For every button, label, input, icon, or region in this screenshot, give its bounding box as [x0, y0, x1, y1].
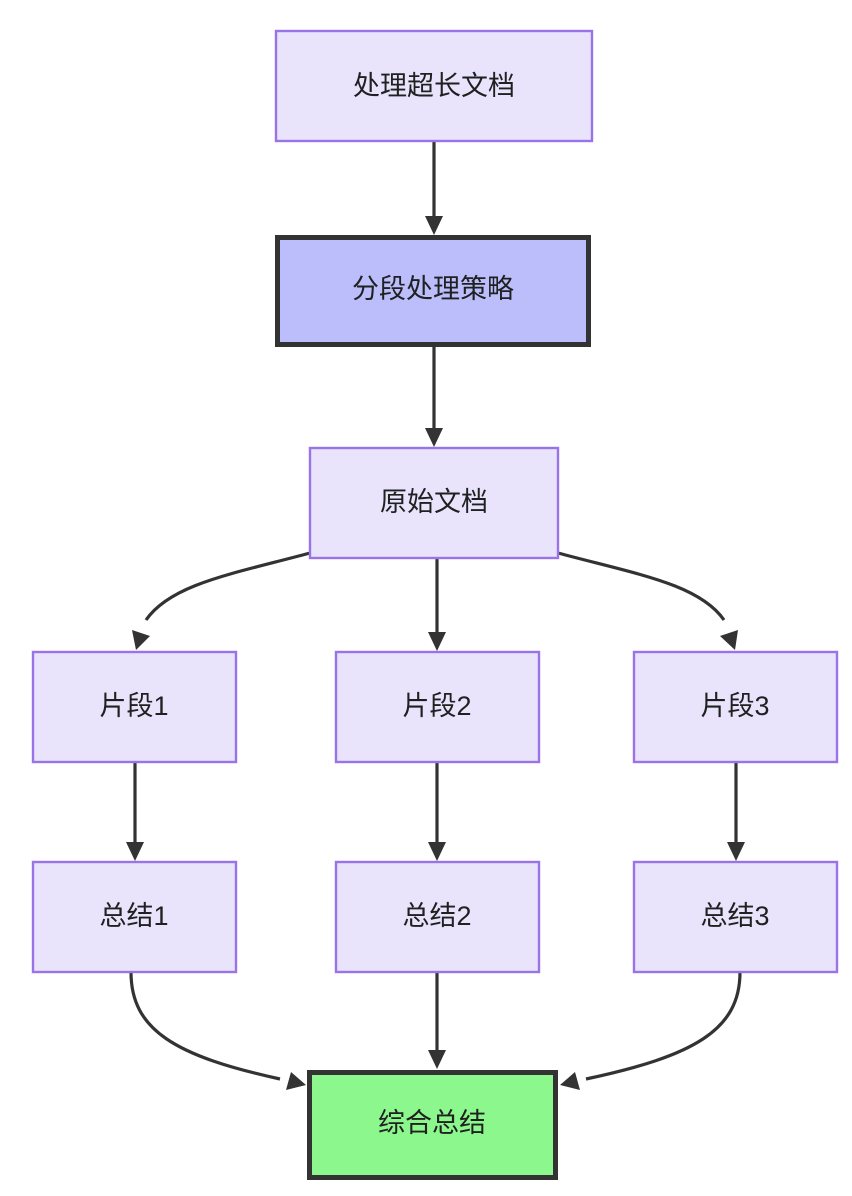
node-chunk-strategy-shape[interactable]	[275, 235, 591, 347]
node-fragment-1-label: 片段1	[99, 691, 168, 721]
node-fragment-2-shape[interactable]	[334, 650, 541, 764]
node-original-doc[interactable]: 原始文档	[308, 446, 560, 560]
node-summary-2-shape[interactable]	[334, 860, 541, 974]
node-process-long-doc-label: 处理超长文档	[353, 71, 515, 101]
node-process-long-doc-shape[interactable]	[274, 29, 594, 143]
node-fragment-3-label: 片段3	[700, 691, 769, 721]
node-chunk-strategy-label: 分段处理策略	[352, 274, 514, 304]
edge-chunk-strategy-to-original-doc	[425, 346, 443, 447]
node-summary-2[interactable]: 总结2	[334, 860, 541, 974]
node-fragment-2-label: 片段2	[402, 691, 471, 721]
edge-summary-2-to-final-summary	[428, 972, 446, 1069]
edge-summary-1-to-final-summary	[129, 971, 306, 1090]
edge-fragment-1-to-summary-1	[126, 762, 144, 861]
node-summary-1-shape[interactable]	[31, 860, 238, 974]
node-layer: 处理超长文档 分段处理策略 原始文档 片段1 片段2 片段3	[31, 29, 839, 1180]
node-summary-3-label: 总结3	[700, 901, 769, 931]
node-summary-3[interactable]: 总结3	[632, 860, 839, 974]
node-fragment-1[interactable]: 片段1	[31, 650, 238, 764]
edge-original-doc-to-fragment-1	[132, 551, 311, 650]
node-original-doc-label: 原始文档	[380, 487, 488, 517]
node-fragment-1-shape[interactable]	[31, 650, 238, 764]
edge-process-long-doc-to-chunk-strategy	[425, 141, 443, 235]
edge-fragment-3-to-summary-3	[727, 762, 745, 861]
edge-original-doc-to-fragment-2	[428, 558, 446, 651]
node-final-summary[interactable]: 综合总结	[307, 1070, 558, 1180]
node-fragment-3-shape[interactable]	[632, 650, 839, 764]
node-process-long-doc[interactable]: 处理超长文档	[274, 29, 594, 143]
node-final-summary-label: 综合总结	[378, 1108, 486, 1138]
node-summary-2-label: 总结2	[402, 901, 471, 931]
node-fragment-3[interactable]: 片段3	[632, 650, 839, 764]
edge-layer	[126, 141, 745, 1090]
node-summary-1[interactable]: 总结1	[31, 860, 238, 974]
node-final-summary-shape[interactable]	[307, 1070, 558, 1180]
edge-summary-3-to-final-summary	[560, 971, 742, 1090]
node-chunk-strategy[interactable]: 分段处理策略	[275, 235, 591, 347]
edge-fragment-2-to-summary-2	[428, 762, 446, 861]
edge-original-doc-to-fragment-3	[557, 551, 738, 650]
node-fragment-2[interactable]: 片段2	[334, 650, 541, 764]
node-original-doc-shape[interactable]	[308, 446, 560, 560]
node-summary-1-label: 总结1	[99, 901, 168, 931]
node-summary-3-shape[interactable]	[632, 860, 839, 974]
